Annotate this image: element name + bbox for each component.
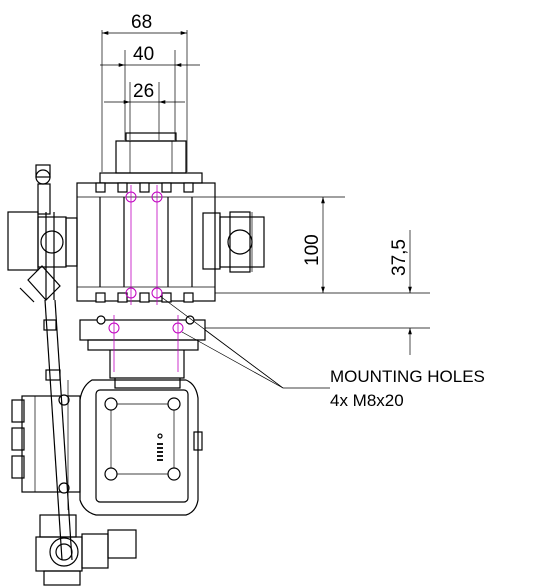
dimension-lines-top [100,30,200,172]
dimension-37-5-label: 37,5 [389,239,410,276]
dimension-40-label: 40 [133,44,154,65]
mounting-holes-note-line2: 4x M8x20 [330,391,404,410]
body-mounting-holes [125,185,163,305]
gearbox-neck [109,350,185,389]
mounting-holes-leader [159,295,330,389]
mounting-flange [79,315,206,351]
gearbox-vent-slots [157,443,163,461]
dimension-lines-right [205,196,430,355]
gearbox-housing [79,379,203,516]
mounting-holes-note-line1: MOUNTING HOLES [330,367,485,386]
right-pipe-connection [202,211,265,273]
dimension-26-label: 26 [133,81,154,102]
body-bolts-top [95,182,194,193]
dimension-100-label: 100 [302,234,323,266]
left-vertical-pipe [19,164,73,561]
motor-left-side [11,380,81,510]
flange-mounting-holes [108,315,184,372]
dimension-68-label: 68 [131,12,152,33]
left-pipe-connection [7,211,78,271]
valve-body [76,182,216,303]
bottom-valve [35,514,137,586]
